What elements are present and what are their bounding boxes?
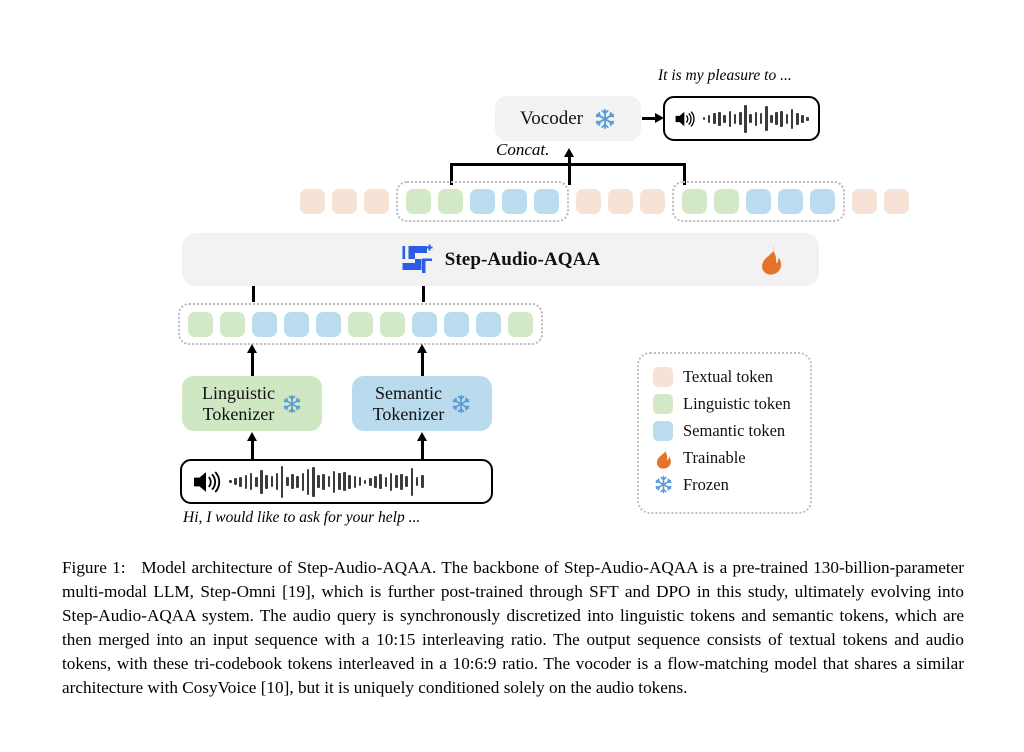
vocoder-to-audio-arrowhead [655,113,664,123]
step-logo-icon [402,244,433,273]
semantic-token [412,311,437,337]
snowflake-icon [653,475,673,495]
concat-bracket-right-leg [683,163,686,185]
audio-to-linguistic-tokenizer-arrowhead [247,432,257,441]
legend-item-label: Linguistic token [683,393,791,413]
vocoder-box: Vocoder [495,96,641,141]
input-sequence-to-model-line [252,286,255,302]
semantic-tokenizer-box: Semantic Tokenizer [352,376,492,431]
snowflake-icon [595,108,615,129]
legend-item-label: Semantic token [683,420,786,440]
flame-icon [653,446,673,469]
figure-caption-number: Figure 1: [62,558,126,577]
semantic-token [746,188,771,214]
legend-item: Semantic token [653,417,810,444]
semantic-tokenizer-line2: Tokenizer [372,403,445,424]
legend-item-label: Frozen [683,474,729,494]
semantic-tokenizer-output-arrowhead [417,344,427,353]
semantic-token-swatch [653,420,673,441]
textual-token [608,188,633,214]
linguistic-tokenizer-line2: Tokenizer [202,403,275,424]
input-transcript-text: Hi, I would like to ask for your help ..… [183,509,421,526]
output-waveform-icon [702,102,809,136]
linguistic-token-swatch [653,393,673,414]
semantic-token [444,311,469,337]
vocoder-label: Vocoder [520,107,583,129]
audio-to-semantic-tokenizer-arrowhead [417,432,427,441]
model-name-label: Step-Audio-AQAA [444,248,601,270]
flame-icon [762,245,782,275]
textual-token [300,188,325,214]
semantic-token [778,188,803,214]
audio-to-linguistic-tokenizer-line [251,440,254,462]
textual-token [852,188,877,214]
snowflake-icon [452,394,470,413]
concat-bracket-horizontal [450,163,686,166]
output-token-sequence [300,179,909,223]
textual-token [884,188,909,214]
linguistic-token [406,188,431,214]
snowflake-icon [283,394,301,413]
semantic-token [534,188,559,214]
input-token-sequence [178,303,543,345]
semantic-token [810,188,835,214]
linguistic-tokenizer-output-line [251,352,254,376]
linguistic-tokenizer-line1: Linguistic [202,383,275,404]
linguistic-token [508,311,533,337]
input-waveform-icon [229,465,424,499]
semantic-token [470,188,495,214]
speaker-icon [194,470,221,493]
linguistic-token [714,188,739,214]
semantic-tokenizer-label: Semantic Tokenizer [373,383,445,423]
textual-token [332,188,357,214]
semantic-tokenizer-output-line [421,352,424,376]
concat-stem-arrowhead [564,148,574,157]
concat-bracket-left-leg [450,163,453,185]
semantic-tokenizer-line1: Semantic [375,383,442,404]
legend-item-label: Trainable [683,447,746,467]
figure-caption: Figure 1: Model architecture of Step-Aud… [62,556,964,700]
concat-label: Concat. [496,140,550,159]
linguistic-token [348,311,373,337]
output-audio-box [663,96,820,141]
semantic-token [284,311,309,337]
linguistic-tokenizer-label: Linguistic Tokenizer [202,383,275,423]
textual-token [576,188,601,214]
speaker-icon [675,110,695,127]
semantic-token [252,311,277,337]
audio-to-semantic-tokenizer-line [421,440,424,462]
audio-token-group [672,180,845,222]
concat-stem-line [568,156,571,185]
figure-caption-text: Model architecture of Step-Audio-AQAA. T… [62,558,964,698]
semantic-token [476,311,501,337]
output-transcript-text: It is my pleasure to ... [658,67,792,84]
legend-item: Textual token [653,363,810,390]
step-audio-aqaa-model-box: Step-Audio-AQAA [182,233,819,286]
linguistic-token [220,311,245,337]
audio-token-group [396,180,569,222]
textual-token-swatch [653,366,673,387]
semantic-token [316,311,341,337]
linguistic-token [682,188,707,214]
legend-item: Linguistic token [653,390,810,417]
legend-item: Frozen [653,471,810,498]
input-audio-box [180,459,493,504]
legend-item: Trainable [653,444,810,471]
semantic-token [502,188,527,214]
linguistic-tokenizer-output-arrowhead [247,344,257,353]
linguistic-tokenizer-box: Linguistic Tokenizer [182,376,322,431]
input-sequence-to-model-line-2 [422,286,425,302]
linguistic-token [188,311,213,337]
vocoder-to-audio-line [642,117,656,120]
linguistic-token [438,188,463,214]
linguistic-token [380,311,405,337]
legend-item-label: Textual token [683,366,774,386]
textual-token [640,188,665,214]
textual-token [364,188,389,214]
